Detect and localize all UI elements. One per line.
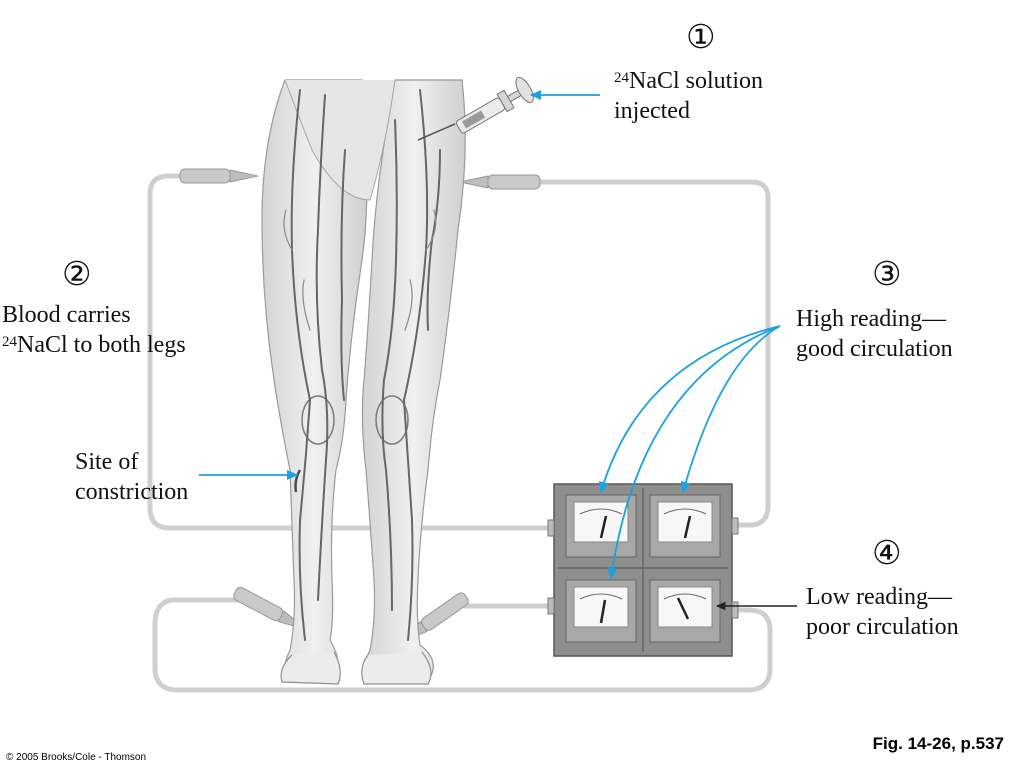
callout-arrows xyxy=(199,89,781,580)
step-1-label: 24NaCl solution injected xyxy=(614,66,763,126)
copyright-notice: © 2005 Brooks/Cole - Thomson xyxy=(6,752,147,763)
meter-bottom-left xyxy=(565,579,637,643)
step-4-number: ④ xyxy=(872,533,902,572)
lower-tubing xyxy=(152,597,773,693)
upper-tubing xyxy=(147,173,771,531)
legs-illustration xyxy=(261,79,466,685)
step-2-number: ② xyxy=(62,254,92,293)
step-4-line-1: Low reading— xyxy=(806,584,952,610)
step-4-line-2: poor circulation xyxy=(806,614,959,640)
step-1-isotope: 24 xyxy=(614,70,629,86)
constriction-line-2: constriction xyxy=(75,479,189,505)
leg-veins xyxy=(290,89,441,641)
meter-bottom-right-low xyxy=(649,579,721,643)
step-1-line-2: injected xyxy=(614,98,690,124)
step-2-isotope: 24 xyxy=(2,334,17,350)
arrow-high-3 xyxy=(607,325,781,580)
meter-unit xyxy=(547,483,739,657)
arrow-high-1 xyxy=(599,325,781,494)
step-2-line-1: Blood carries xyxy=(2,302,131,328)
constriction-label: Site of constriction xyxy=(75,447,188,507)
step-2-label: Blood carries 24NaCl to both legs xyxy=(2,300,186,360)
constriction-line-1: Site of xyxy=(75,449,139,475)
syringe xyxy=(417,77,534,141)
meter-top-left xyxy=(565,494,637,558)
step-2-line-2: 24NaCl to both legs xyxy=(2,332,186,358)
probe-upper-left xyxy=(179,168,259,184)
probe-upper-right xyxy=(459,174,541,190)
step-1-number: ① xyxy=(686,17,716,56)
figure-reference: Fig. 14-26, p.537 xyxy=(872,734,1004,753)
step-3-label: High reading— good circulation xyxy=(796,304,953,364)
step-3-number: ③ xyxy=(872,254,902,293)
step-4-label: Low reading— poor circulation xyxy=(806,582,959,642)
step-1-line-1: 24NaCl solution xyxy=(614,68,764,94)
meter-top-right xyxy=(649,494,721,558)
arrow-high-2 xyxy=(680,325,781,494)
step-3-line-2: good circulation xyxy=(796,336,953,362)
step-3-line-1: High reading— xyxy=(796,306,946,332)
